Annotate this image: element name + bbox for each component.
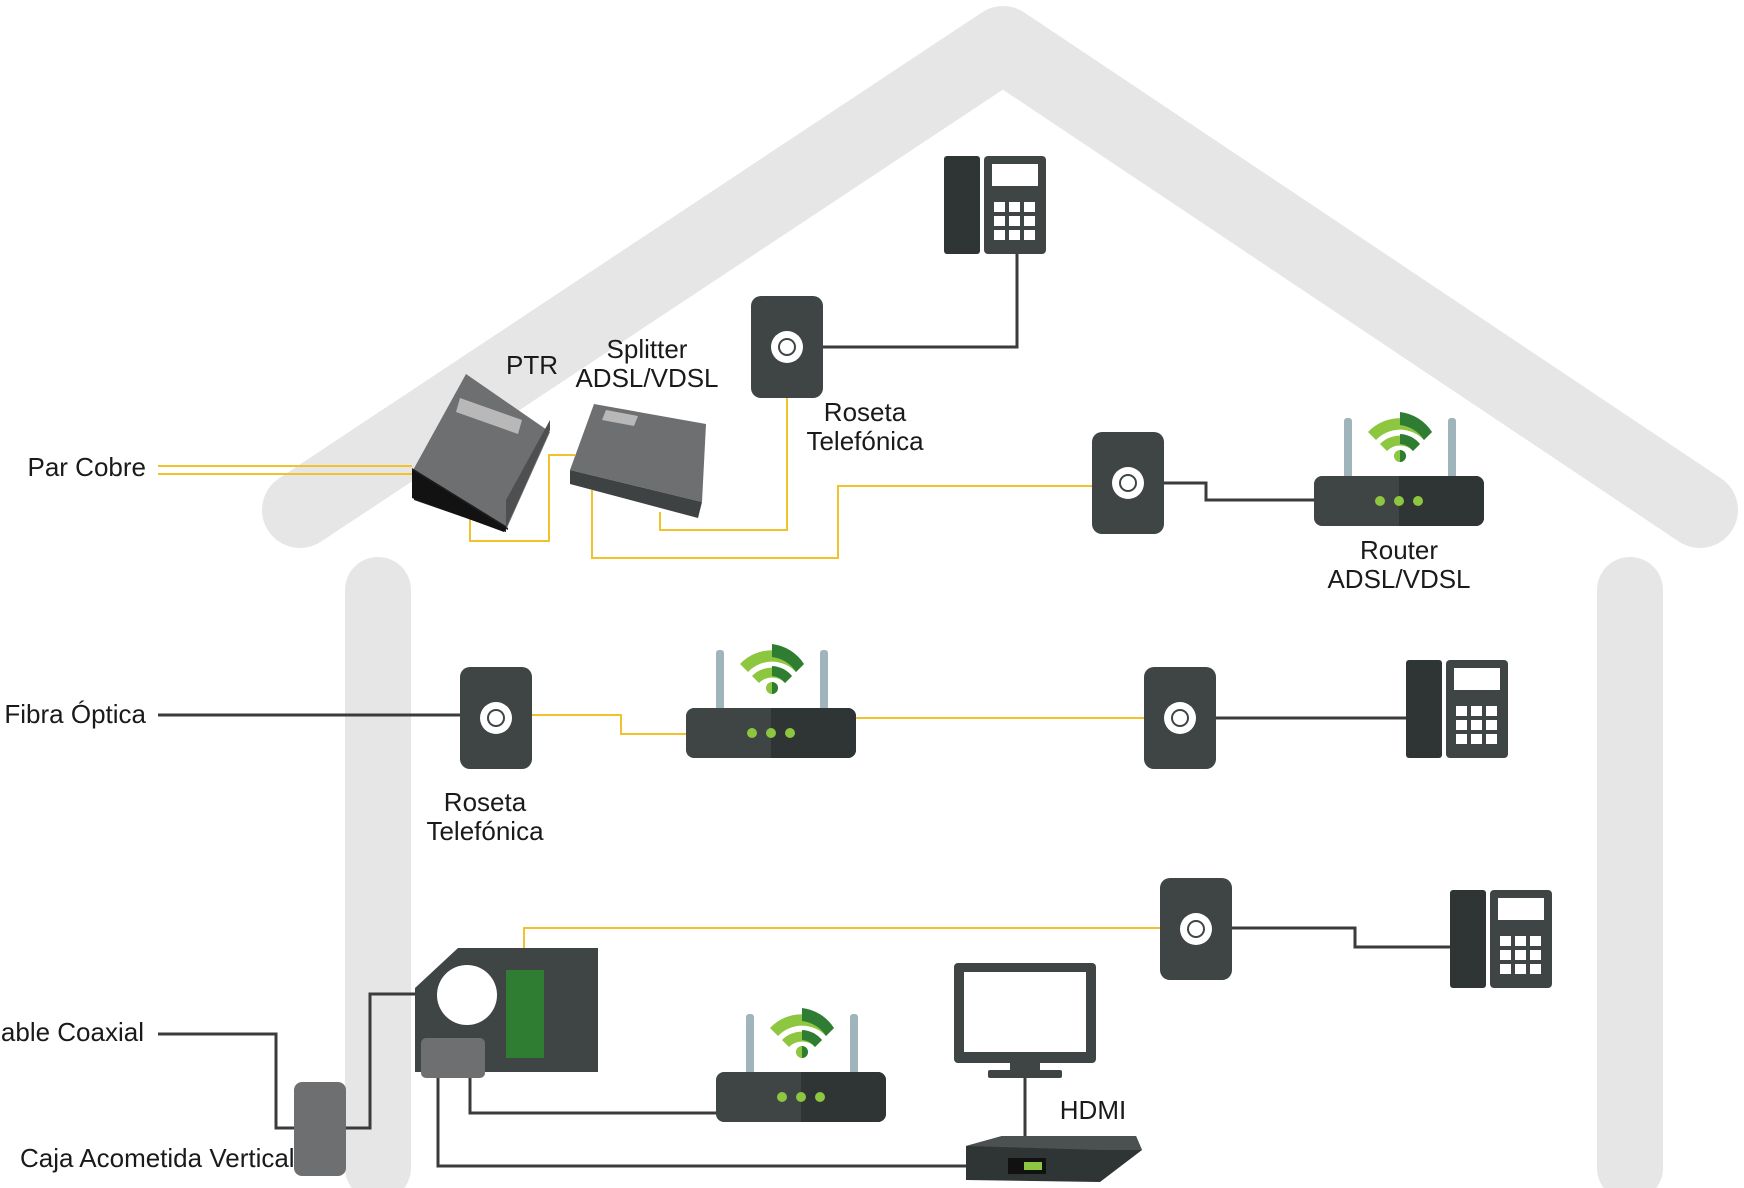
desk-phone-icon xyxy=(944,156,1046,254)
label-router-line2: ADSL/VDSL xyxy=(1327,564,1470,594)
label-hdmi: HDMI xyxy=(1060,1095,1126,1125)
label-roseta1-line2: Telefónica xyxy=(806,426,924,456)
house-outline xyxy=(262,6,1738,1188)
desk-phone-icon xyxy=(1450,890,1552,988)
label-caja-acometida: Caja Acometida Vertical xyxy=(20,1143,295,1173)
tv-monitor-icon xyxy=(954,963,1096,1078)
splitter-box xyxy=(570,404,706,518)
desk-phone-icon xyxy=(1406,660,1508,758)
wall-socket-icon xyxy=(1092,432,1164,534)
label-roseta2-line2: Telefónica xyxy=(426,816,544,846)
label-roseta2-line1: Roseta xyxy=(444,787,527,817)
wifi-router-icon xyxy=(1314,412,1484,526)
label-roseta1-line1: Roseta xyxy=(824,397,907,427)
label-cable-coaxial: Cable Coaxial xyxy=(0,1017,144,1047)
cable-modem-icon xyxy=(415,948,598,1078)
wifi-router-icon xyxy=(716,1008,886,1122)
wall-socket-icon xyxy=(460,667,532,769)
label-splitter-line1: Splitter xyxy=(607,334,688,364)
copper-pair-wires xyxy=(158,398,1160,952)
label-fibra-optica: Fibra Óptica xyxy=(4,699,146,729)
wall-socket-icon xyxy=(1144,667,1216,769)
wifi-router-icon xyxy=(686,644,856,758)
wall-socket-icon xyxy=(751,296,823,398)
label-splitter-line2: ADSL/VDSL xyxy=(575,363,718,393)
label-par-cobre: Par Cobre xyxy=(28,452,147,482)
label-ptr: PTR xyxy=(506,350,558,380)
ptr-box xyxy=(412,374,550,532)
wall-socket-icon xyxy=(1160,878,1232,980)
black-wires xyxy=(158,254,1452,1168)
caja-acometida-box xyxy=(294,1082,346,1176)
label-router-line1: Router xyxy=(1360,535,1438,565)
set-top-box-icon xyxy=(966,1136,1142,1182)
